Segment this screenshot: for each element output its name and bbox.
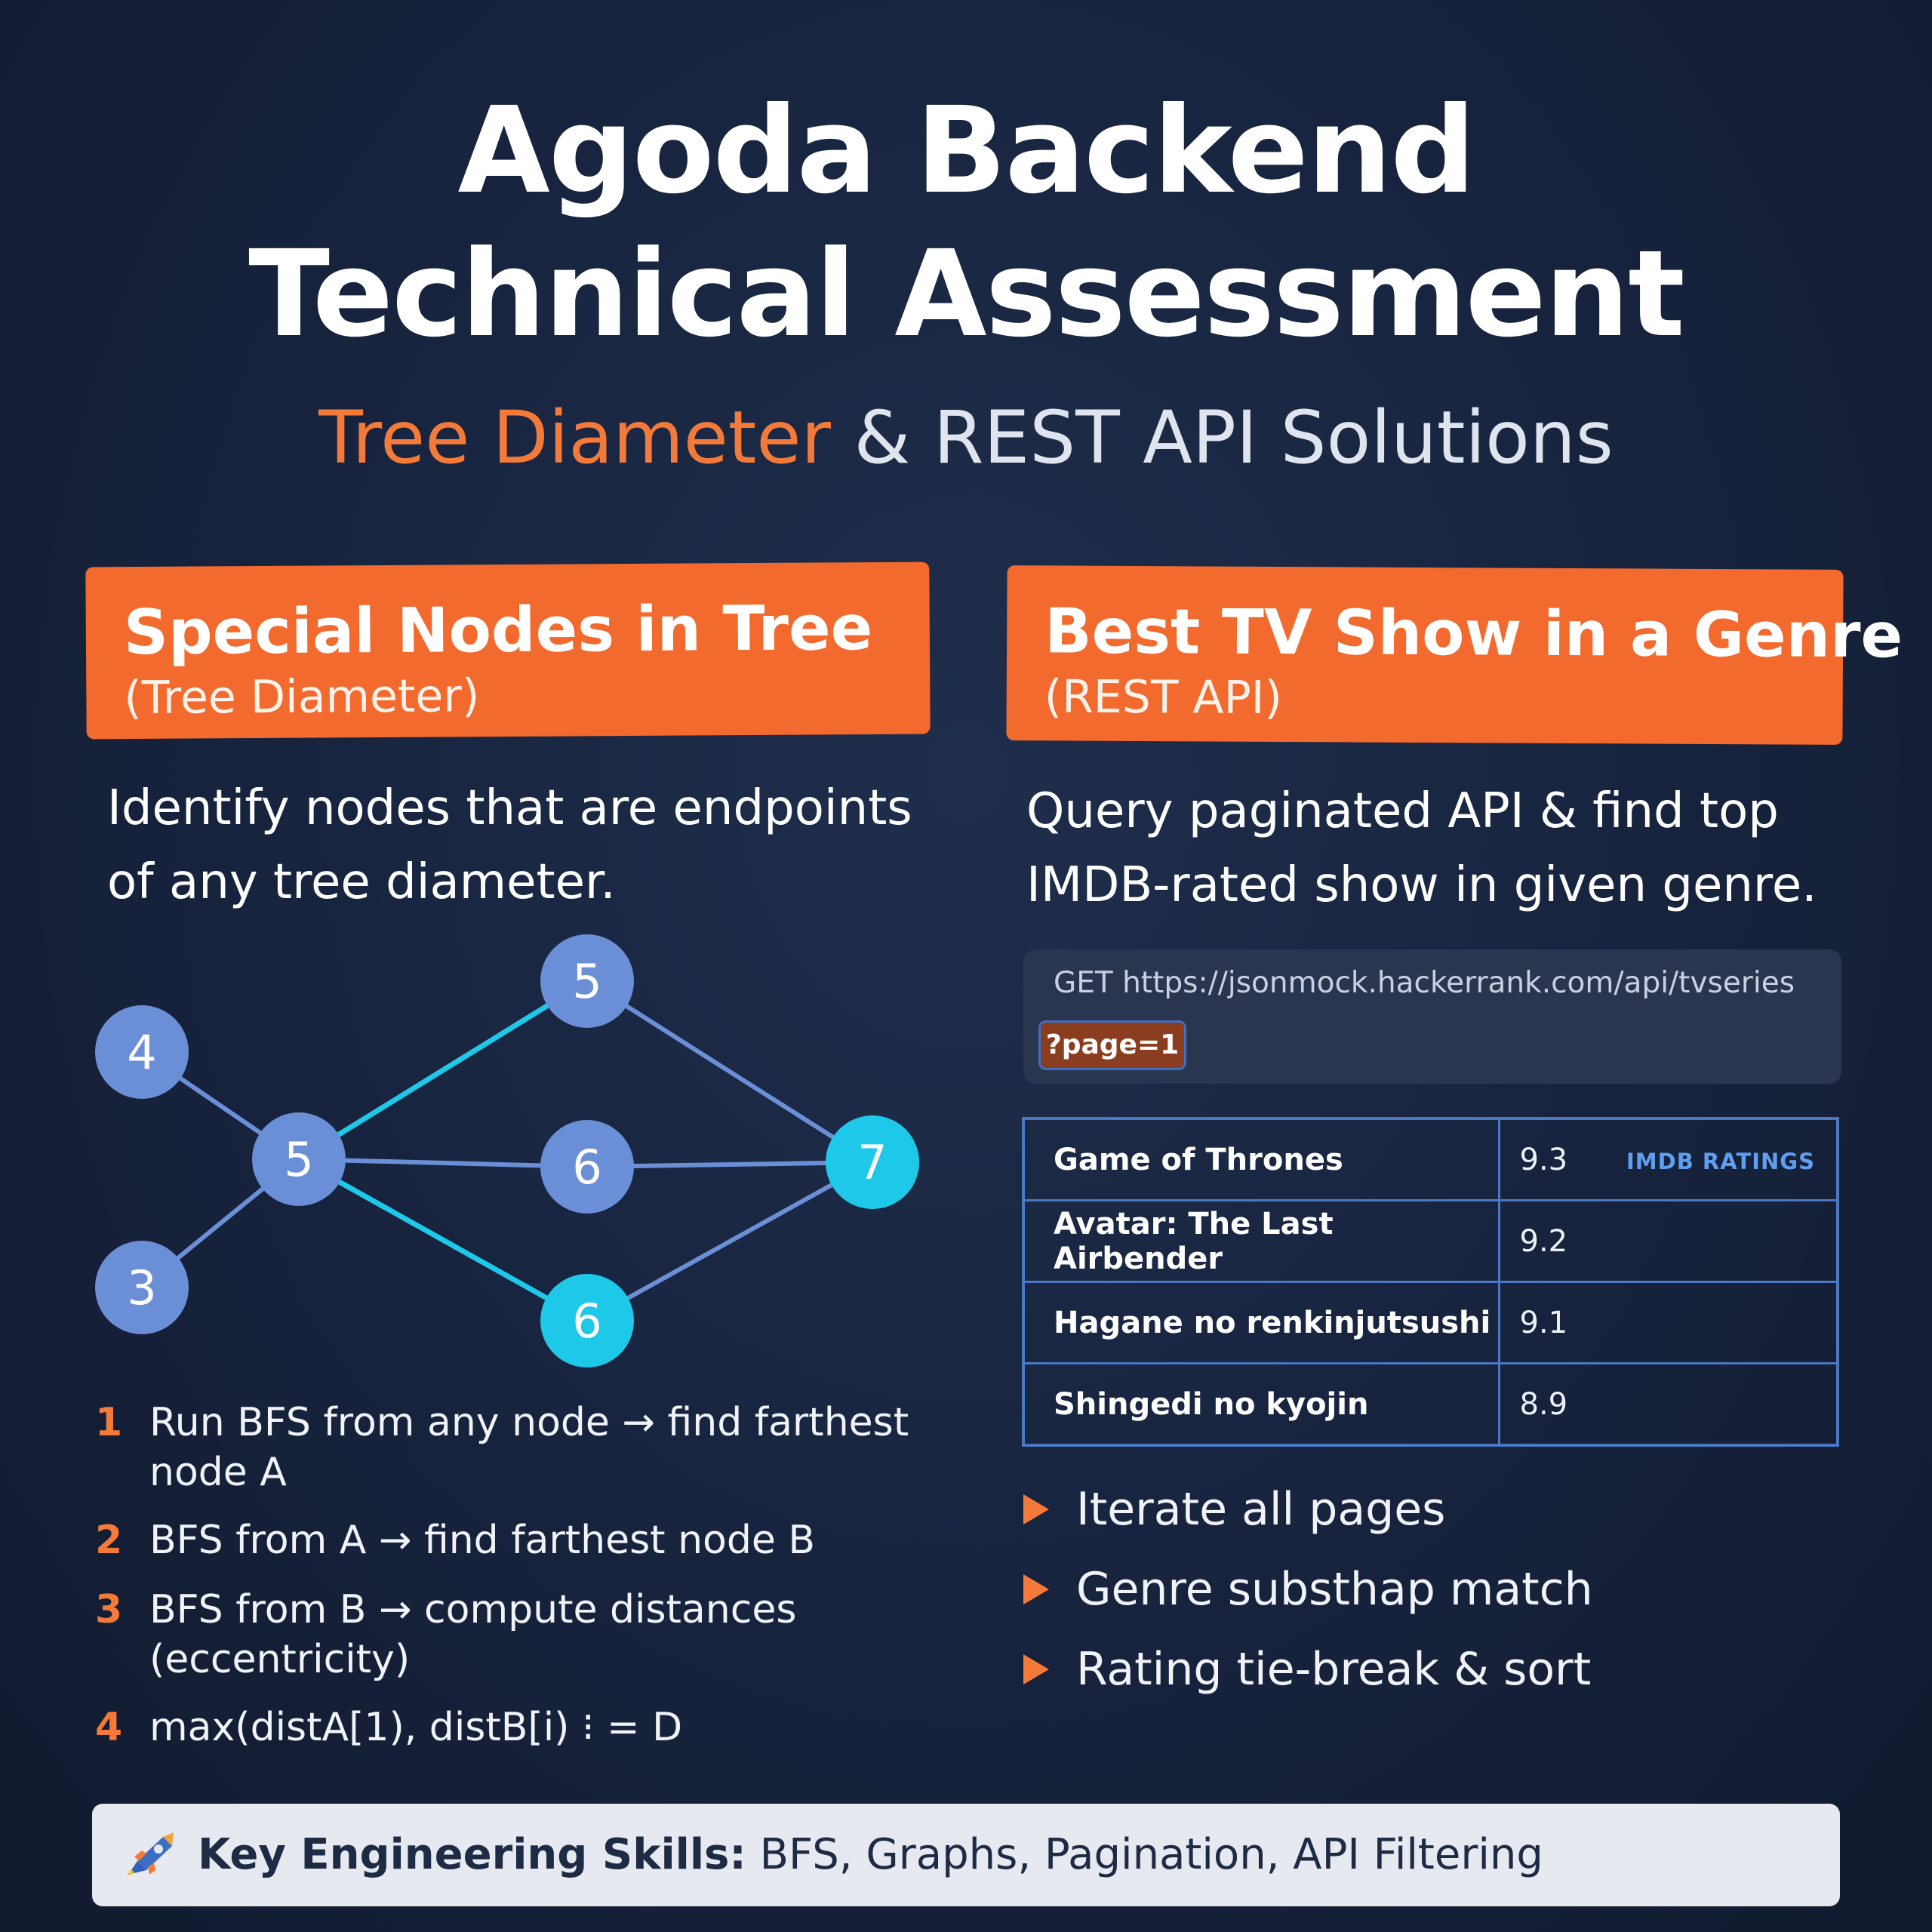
bullet-triangle-icon xyxy=(1023,1574,1049,1604)
graph-edge xyxy=(296,978,590,1162)
show-rating: 8.9 xyxy=(1497,1362,1839,1447)
graph-node: 7 xyxy=(826,1115,919,1209)
tree-description: Identify nodes that are endpoints of any… xyxy=(107,780,912,910)
graph-node-label: 4 xyxy=(127,1025,156,1080)
graph-node-circle xyxy=(540,934,634,1028)
table-row: Game of Thrones 9.3 IMDB RATINGS xyxy=(1022,1117,1839,1201)
graph-node-circle xyxy=(826,1115,919,1209)
graph-node-label: 6 xyxy=(572,1140,601,1195)
skills-footer: Key Engineering Skills: BFS, Graphs, Pag… xyxy=(92,1804,1840,1906)
skills-list: BFS, Graphs, Pagination, API Filtering xyxy=(746,1830,1543,1879)
bullet-item: Iterate all pages xyxy=(1023,1479,1854,1540)
step-number: 4 xyxy=(95,1705,123,1750)
banner-best-tv-show: Best TV Show in a Genre (REST API) xyxy=(1006,565,1903,745)
step-text: BFS from A → find farthest node B xyxy=(149,1518,816,1563)
graph-node: 5 xyxy=(540,934,634,1028)
graph-node-circle xyxy=(95,1005,189,1099)
show-rating: 9.2 xyxy=(1497,1199,1839,1283)
table-row: Shingedi no kyojin 8.9 xyxy=(1022,1362,1839,1447)
api-request-param: ?page=1 xyxy=(1038,1020,1186,1070)
skills-label: Key Engineering Skills: xyxy=(198,1830,746,1879)
graph-node-label: 5 xyxy=(284,1132,313,1187)
table-row: Avatar: The Last Airbender 9.2 xyxy=(1022,1199,1839,1283)
graph-node-circle xyxy=(252,1112,346,1206)
api-request-box: GET https://jsonmock.hackerrank.com/api/… xyxy=(1023,949,1841,1084)
algorithm-step: 2 BFS from A → find farthest node B xyxy=(95,1515,940,1568)
rocket-icon xyxy=(127,1832,174,1876)
graph-edges xyxy=(140,978,875,1324)
banner-special-nodes: Special Nodes in Tree (Tree Diameter) xyxy=(85,561,931,740)
graph-edge xyxy=(585,1160,875,1323)
step-number: 3 xyxy=(95,1587,123,1632)
page-subtitle: Tree Diameter & REST API Solutions xyxy=(0,392,1932,483)
graph-node-label: 3 xyxy=(127,1260,156,1315)
step-number: 2 xyxy=(95,1518,123,1563)
algorithm-step: 3 BFS from B → compute distances (eccent… xyxy=(95,1585,940,1690)
bullet-triangle-icon xyxy=(1023,1494,1049,1524)
graph-edge xyxy=(296,1156,590,1324)
graph-node-label: 6 xyxy=(572,1294,601,1349)
graph-node-label: 5 xyxy=(572,954,601,1009)
step-text: BFS from B → compute distances (eccentri… xyxy=(149,1587,797,1682)
show-rating: 9.1 xyxy=(1497,1281,1839,1364)
graph-node: 3 xyxy=(95,1241,189,1334)
api-request-url: GET https://jsonmock.hackerrank.com/api/… xyxy=(1054,966,1795,1000)
graph-edge xyxy=(297,1157,589,1169)
algorithm-step: 1 Run BFS from any node → find farthest … xyxy=(95,1398,940,1503)
subtitle-accent: Tree Diameter xyxy=(318,395,831,480)
bullet-item: Rating tie-break & sort xyxy=(1023,1639,1854,1700)
graph-edge xyxy=(585,1160,875,1169)
bullet-text: Iterate all pages xyxy=(1076,1483,1446,1536)
graph-node: 4 xyxy=(95,1005,189,1099)
subtitle-rest: & REST API Solutions xyxy=(830,395,1614,480)
graph-node: 5 xyxy=(252,1112,346,1206)
graph-node: 6 xyxy=(540,1274,634,1367)
show-name: Hagane no renkinjutsushi xyxy=(1022,1281,1500,1364)
step-text: Run BFS from any node → find farthest no… xyxy=(149,1400,909,1495)
show-name: Shingedi no kyojin xyxy=(1022,1362,1500,1447)
graph-node-circle xyxy=(95,1241,189,1334)
page-title-line-1: Agoda Backend xyxy=(457,82,1476,220)
banner-subtitle: (Tree Diameter) xyxy=(124,669,480,725)
graph-nodes: 4 3 5 5 6 6 7 xyxy=(95,934,919,1367)
graph-node-circle xyxy=(540,1120,634,1214)
graph-edge xyxy=(585,979,875,1164)
graph-node-label: 7 xyxy=(857,1135,887,1190)
bullet-text: Rating tie-break & sort xyxy=(1076,1643,1592,1696)
algorithm-step: 4 max(distA[1), distB[i) ⁝ = D xyxy=(95,1703,940,1755)
graph-node-circle xyxy=(540,1274,634,1367)
bullet-text: Genre substhap match xyxy=(1076,1563,1593,1616)
banner-title: Best TV Show in a Genre xyxy=(1044,595,1903,672)
show-rating: 9.3 xyxy=(1519,1142,1568,1177)
show-rating-cell: 9.3 IMDB RATINGS xyxy=(1497,1117,1839,1201)
page-title-line-2: Technical Assessment xyxy=(248,225,1685,364)
step-number: 1 xyxy=(95,1400,123,1445)
imdb-ratings-table: Game of Thrones 9.3 IMDB RATINGS Avatar: … xyxy=(1022,1117,1839,1447)
banner-title: Special Nodes in Tree xyxy=(123,592,873,669)
show-name: Game of Thrones xyxy=(1022,1117,1500,1201)
banner-subtitle: (REST API) xyxy=(1044,670,1283,725)
skills-text: Key Engineering Skills: BFS, Graphs, Pag… xyxy=(198,1804,1543,1906)
api-description: Query paginated API & find top IMDB-rate… xyxy=(1026,783,1817,913)
tree-graph: 4 3 5 5 6 6 7 xyxy=(95,934,919,1367)
bullet-triangle-icon xyxy=(1023,1654,1049,1684)
table-row: Hagane no renkinjutsushi 9.1 xyxy=(1022,1281,1839,1364)
graph-node: 6 xyxy=(540,1120,634,1214)
imdb-ratings-label: IMDB RATINGS xyxy=(1626,1149,1815,1174)
show-name: Avatar: The Last Airbender xyxy=(1022,1199,1500,1283)
step-text: max(distA[1), distB[i) ⁝ = D xyxy=(149,1705,683,1750)
bullet-item: Genre substhap match xyxy=(1023,1559,1854,1620)
